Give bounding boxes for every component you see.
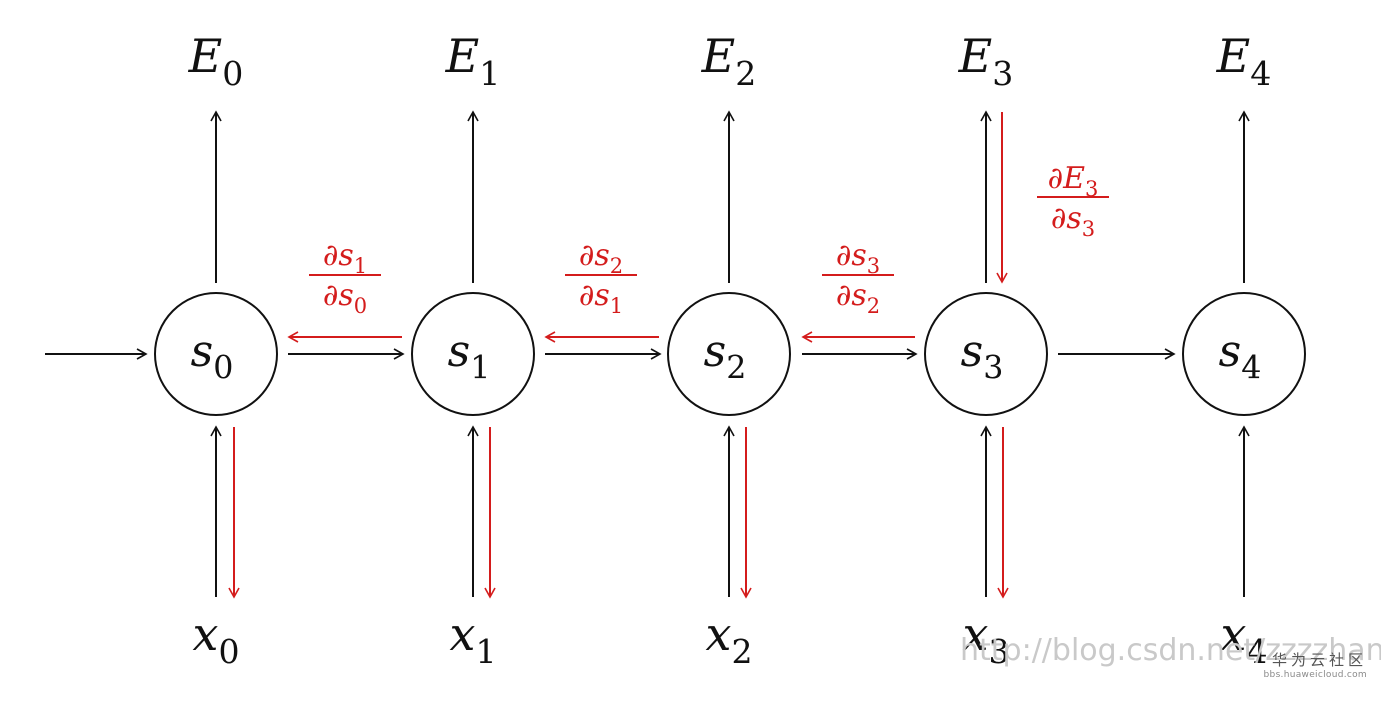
- input-label-3-symbol: x: [962, 607, 988, 661]
- watermark-text: http://blog.csdn.net/zzzzhang: [960, 633, 1381, 668]
- error-label-1-symbol: E: [445, 29, 480, 83]
- error-label-0: E0: [188, 29, 244, 93]
- watermark: http://blog.csdn.net/zzzzhang: [960, 633, 1381, 668]
- error-label-2-symbol: E: [701, 29, 736, 83]
- state-node-0: s0: [154, 292, 278, 416]
- state-label-1: s1: [448, 326, 491, 386]
- gradient-fraction-2-numerator: ∂s3: [836, 238, 880, 278]
- state-label-2-subscript: 2: [726, 350, 746, 386]
- gradient-fraction-0: ∂s1∂s0: [309, 238, 381, 318]
- brand-name: 华为云社区: [1271, 651, 1367, 669]
- error-label-1: E1: [445, 29, 501, 93]
- state-circle-3: [924, 292, 1048, 416]
- state-label-2-symbol: s: [704, 326, 727, 377]
- forward-arrows: [45, 110, 1250, 597]
- error-label-2: E2: [701, 29, 757, 93]
- error-label-2-subscript: 2: [735, 54, 756, 93]
- input-label-4-symbol: x: [1220, 607, 1246, 661]
- error-label-3: E3: [958, 29, 1014, 93]
- gradient-arrows: [228, 112, 1009, 599]
- input-label-0: x0: [192, 607, 239, 671]
- input-label-0-subscript: 0: [218, 632, 239, 671]
- input-label-3: x3: [962, 607, 1009, 671]
- input-label-1-subscript: 1: [475, 632, 496, 671]
- state-label-0: s0: [191, 326, 234, 386]
- error-label-4: E4: [1216, 29, 1272, 93]
- gradient-fraction-0-numerator: ∂s1: [323, 238, 367, 278]
- input-label-4: x4: [1220, 607, 1267, 671]
- input-label-3-subscript: 3: [988, 632, 1009, 671]
- error-gradient-fraction-denominator: ∂s3: [1051, 201, 1095, 241]
- state-label-3-subscript: 3: [983, 350, 1003, 386]
- state-node-2: s2: [667, 292, 791, 416]
- input-label-1-symbol: x: [449, 607, 475, 661]
- error-gradient-fraction: ∂E3∂s3: [1037, 161, 1109, 241]
- state-circle-0: [154, 292, 278, 416]
- gradient-fraction-1: ∂s2∂s1: [565, 238, 637, 318]
- gradient-fraction-1-numerator: ∂s2: [579, 238, 623, 278]
- brand-badge: 华为云社区 bbs.huaweicloud.com: [1264, 649, 1367, 680]
- error-label-0-symbol: E: [188, 29, 223, 83]
- state-label-4-symbol: s: [1219, 326, 1242, 377]
- state-circle-2: [667, 292, 791, 416]
- state-label-0-subscript: 0: [213, 350, 233, 386]
- state-label-3: s3: [961, 326, 1004, 386]
- state-label-0-symbol: s: [191, 326, 214, 377]
- state-circle-4: [1182, 292, 1306, 416]
- error-gradient-fraction-numerator: ∂E3: [1048, 161, 1099, 201]
- gradient-fraction-0-denominator: ∂s0: [323, 278, 367, 318]
- state-label-1-symbol: s: [448, 326, 471, 377]
- input-label-1: x1: [449, 607, 496, 671]
- error-label-4-symbol: E: [1216, 29, 1251, 83]
- state-label-3-symbol: s: [961, 326, 984, 377]
- input-label-2-subscript: 2: [731, 632, 752, 671]
- input-label-2: x2: [705, 607, 752, 671]
- input-label-2-symbol: x: [705, 607, 731, 661]
- state-circle-1: [411, 292, 535, 416]
- error-label-3-symbol: E: [958, 29, 993, 83]
- error-label-4-subscript: 4: [1250, 54, 1271, 93]
- gradient-fraction-2-denominator: ∂s2: [836, 278, 880, 318]
- gradient-fraction-1-denominator: ∂s1: [579, 278, 623, 318]
- brand-url: bbs.huaweicloud.com: [1263, 670, 1367, 680]
- error-label-0-subscript: 0: [222, 54, 243, 93]
- gradient-fraction-2: ∂s3∂s2: [822, 238, 894, 318]
- input-label-0-symbol: x: [192, 607, 218, 661]
- error-label-1-subscript: 1: [479, 54, 500, 93]
- state-label-2: s2: [704, 326, 747, 386]
- state-label-1-subscript: 1: [470, 350, 490, 386]
- state-label-4: s4: [1219, 326, 1262, 386]
- state-node-1: s1: [411, 292, 535, 416]
- state-node-3: s3: [924, 292, 1048, 416]
- input-label-4-subscript: 4: [1246, 632, 1267, 671]
- error-label-3-subscript: 3: [992, 54, 1013, 93]
- state-label-4-subscript: 4: [1241, 350, 1261, 386]
- state-node-4: s4: [1182, 292, 1306, 416]
